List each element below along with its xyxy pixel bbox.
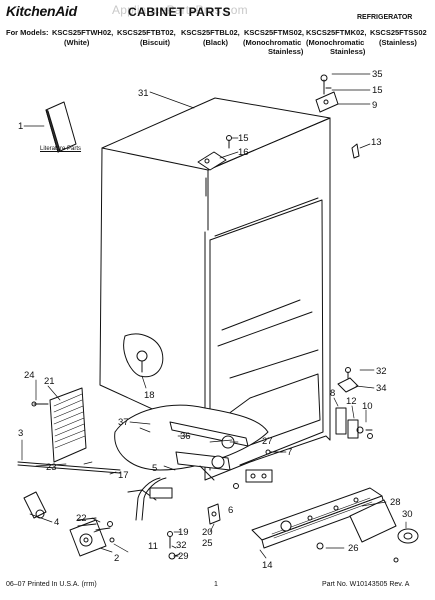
callout-3: 3 [18,428,23,439]
callout-17: 17 [118,470,129,481]
finish-label: Stainless) [268,47,304,56]
model-number: KSCS25FTWH02, [52,28,114,37]
callout-26: 26 [348,543,359,554]
top-right-bracket-34 [337,377,359,393]
brand-logo: KitchenAid [6,3,77,19]
callout-10: 10 [362,401,373,412]
callout-15a: 15 [238,133,249,144]
small-clip [207,503,221,525]
callout-5: 5 [152,463,157,474]
drain-pan-detail [123,333,164,378]
category-label: REFRIGERATOR [357,14,413,21]
callout-18: 18 [144,390,155,401]
water-tube [135,477,161,521]
callout-34: 34 [376,383,387,394]
valve-body [149,487,173,499]
clip-part [351,143,360,159]
callout-35: 35 [372,69,383,80]
model-number: KSCS25FTSS02 [370,28,427,37]
top-hinge-bracket [197,151,227,171]
callout-1: 1 [18,121,23,132]
callout-21: 21 [44,376,55,387]
part-number: Part No. W10143505 Rev. A [322,581,410,588]
finish-label: Stainless) [330,47,366,56]
lower-hinge [335,407,347,435]
callout-36: 36 [180,431,191,442]
callout-15b: 15 [372,85,383,96]
mount-bracket [245,469,273,483]
callout-23: 23 [46,462,57,473]
callout-20: 20 [202,527,213,538]
callout-27: 27 [262,436,273,447]
callout-4: 4 [54,517,59,528]
callout-32b: 32 [176,540,187,551]
callout-19: 19 [178,527,189,538]
callout-11: 11 [148,541,158,552]
callout-9: 9 [372,100,377,111]
watermark: AppliancePartsPros.com [112,3,248,17]
callout-13: 13 [371,137,382,148]
callout-12: 12 [346,396,357,407]
front-roller-bracket [69,519,107,557]
finish-label: (Biscuit) [140,38,170,47]
callout-37: 37 [118,417,129,428]
finish-label: (Black) [203,38,229,47]
callout-30: 30 [402,509,413,520]
finish-label: (Monochromatic [306,38,365,47]
cabinet-inner-frame [209,199,324,466]
page-number: 1 [214,581,218,588]
callout-31: 31 [138,88,149,99]
callout-14: 14 [262,560,273,571]
side-grille [49,387,87,463]
drain-trough [114,404,269,471]
callout-32a: 32 [376,366,387,377]
model-number: KSCS25FTMK02, [306,28,367,37]
cabinet-front-jamb [204,231,331,481]
print-info: 06–07 Printed In U.S.A. (rrm) [6,581,97,588]
rear-roller-wheel [397,528,419,544]
rear-roller-cylinder [349,499,397,543]
finish-label: (Monochromatic [243,38,302,47]
cabinet-left-side [99,147,173,419]
callout-7: 7 [287,447,292,458]
callout-29: 29 [178,551,189,562]
models-label: For Models: [6,28,49,37]
finish-label: (White) [64,38,90,47]
model-number: KSCS25FTBL02, [181,28,240,37]
finish-label: (Stainless) [379,38,417,47]
callout-16: 16 [238,147,249,158]
callout-28: 28 [390,497,401,508]
callout-24: 24 [24,370,35,381]
callout-8: 8 [330,388,335,399]
leveling-leg [23,491,47,519]
support-rod [17,461,121,471]
right-hinge-bracket [315,91,339,113]
cabinet-front-frame [207,117,331,171]
literature-parts-label: Literature Parts [40,146,82,152]
model-number: KSCS25FTMS02, [244,28,305,37]
page-title: CABINET PARTS [128,5,231,19]
callout-6: 6 [228,505,233,516]
callout-22: 22 [76,513,87,524]
literature-booklet-side [45,109,61,153]
callout-25: 25 [202,538,213,549]
model-number: KSCS25FTBT02, [117,28,176,37]
callout-2: 2 [114,553,119,564]
